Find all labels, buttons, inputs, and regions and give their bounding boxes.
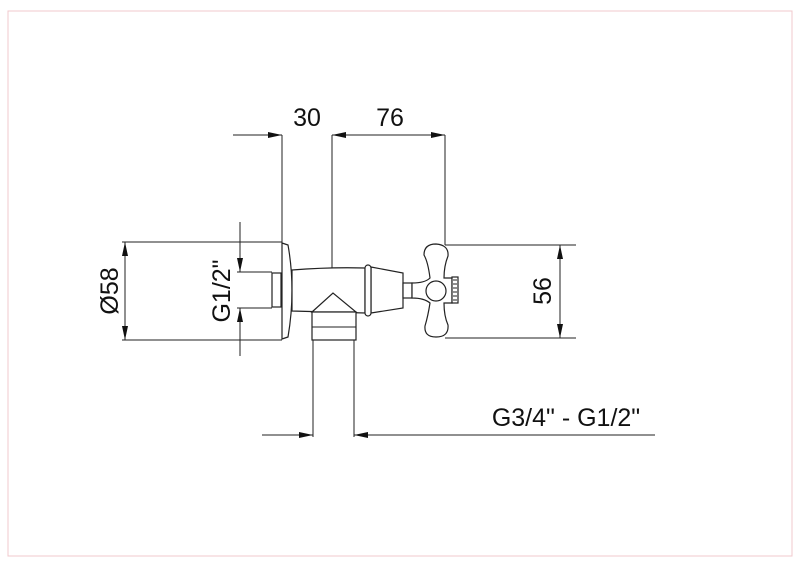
handle-hub: [425, 280, 447, 302]
dim-body-length: 76: [376, 104, 404, 132]
page-border: [7, 10, 793, 557]
inlet-nub: [271, 272, 282, 308]
outlet: [311, 311, 357, 341]
wall-plate: [281, 242, 293, 340]
knurled-cap: [451, 276, 459, 304]
ring: [364, 264, 372, 317]
dim-handle-height: 56: [529, 277, 557, 305]
stem: [402, 282, 413, 299]
dim-plate-depth: 30: [293, 104, 321, 132]
valve: [271, 242, 459, 341]
cone: [370, 266, 404, 314]
dim-outlet-thread: G3/4" - G1/2": [492, 404, 640, 432]
dimension-lines: [122, 132, 655, 438]
dim-inlet-thread: G1/2": [208, 259, 236, 322]
dim-plate-diameter: Ø58: [96, 267, 124, 314]
